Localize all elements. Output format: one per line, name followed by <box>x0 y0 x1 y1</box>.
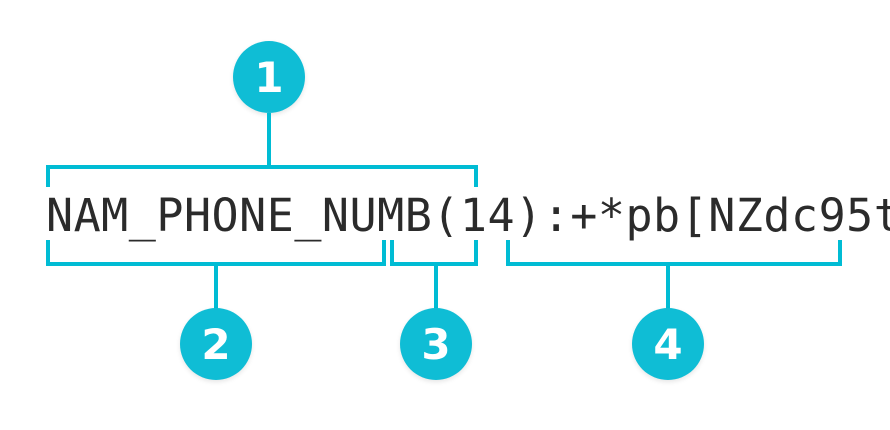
bracket-4-right-tick <box>838 240 842 262</box>
bracket-4-left-tick <box>506 240 510 262</box>
callout-stem-2 <box>214 262 218 310</box>
bracket-3-left-tick <box>390 240 394 262</box>
callout-badge-4[interactable]: 4 <box>632 308 704 380</box>
code-string: NAM_PHONE_NUMB(14):+*pb[NZdc95tLB <box>46 188 890 242</box>
callout-stem-1 <box>267 113 271 165</box>
bracket-2-right-tick <box>382 240 386 262</box>
callout-badge-3[interactable]: 3 <box>400 308 472 380</box>
bracket-1-right-tick <box>474 165 478 187</box>
bracket-1-horizontal <box>46 165 478 169</box>
bracket-1-left-tick <box>46 165 50 187</box>
bracket-3-right-tick <box>474 240 478 262</box>
callout-badge-2[interactable]: 2 <box>180 308 252 380</box>
callout-badge-1[interactable]: 1 <box>233 41 305 113</box>
bracket-2-left-tick <box>46 240 50 262</box>
callout-stem-4 <box>666 262 670 310</box>
callout-stem-3 <box>434 262 438 310</box>
bracket-4-horizontal <box>506 262 842 266</box>
